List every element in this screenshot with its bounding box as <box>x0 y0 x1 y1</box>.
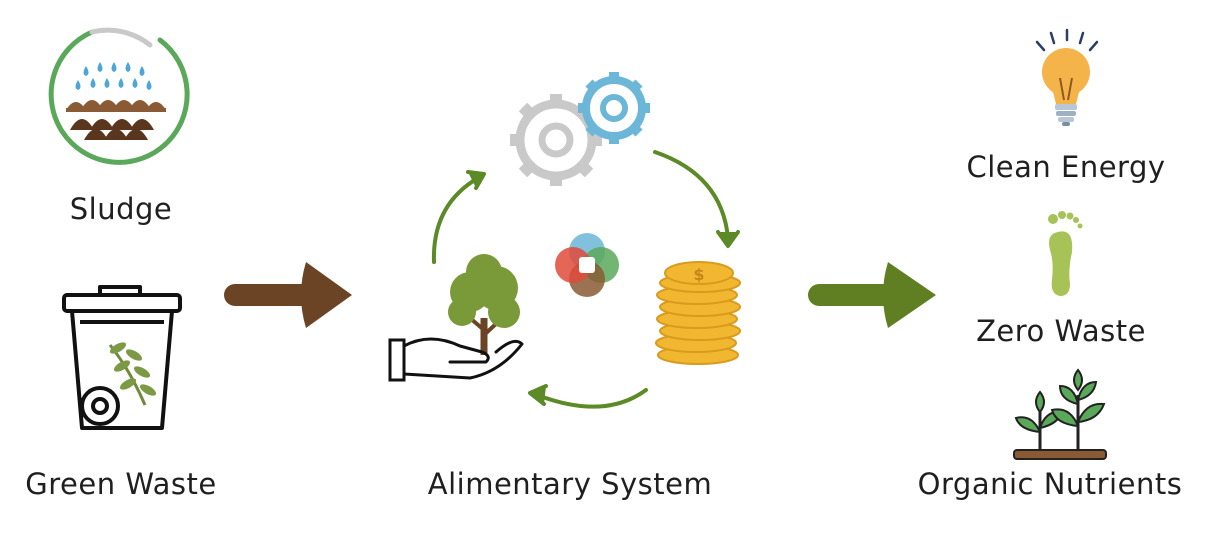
zero-waste-label: Zero Waste <box>976 314 1146 348</box>
blue-gear-icon <box>578 72 650 144</box>
clean-energy-label: Clean Energy <box>966 150 1166 184</box>
hand-tree-icon <box>388 254 524 382</box>
green-waste-label: Green Waste <box>25 467 217 501</box>
output-arrow <box>808 262 936 328</box>
svg-text:$: $ <box>693 265 704 284</box>
footprint-icon <box>1048 211 1083 296</box>
coins-icon: $ <box>655 261 741 365</box>
organic-nutrients-label: Organic Nutrients <box>917 467 1183 501</box>
alimentary-system-label: Alimentary System <box>427 467 713 501</box>
sludge-icon <box>48 27 190 165</box>
green-waste-bin-icon <box>62 285 182 430</box>
light-bulb-icon <box>1035 28 1099 126</box>
center-logo-icon <box>555 233 619 297</box>
input-arrow <box>224 262 352 328</box>
sludge-label: Sludge <box>69 192 173 226</box>
sprouts-icon <box>1013 368 1107 460</box>
cycle-arrows <box>431 150 740 409</box>
